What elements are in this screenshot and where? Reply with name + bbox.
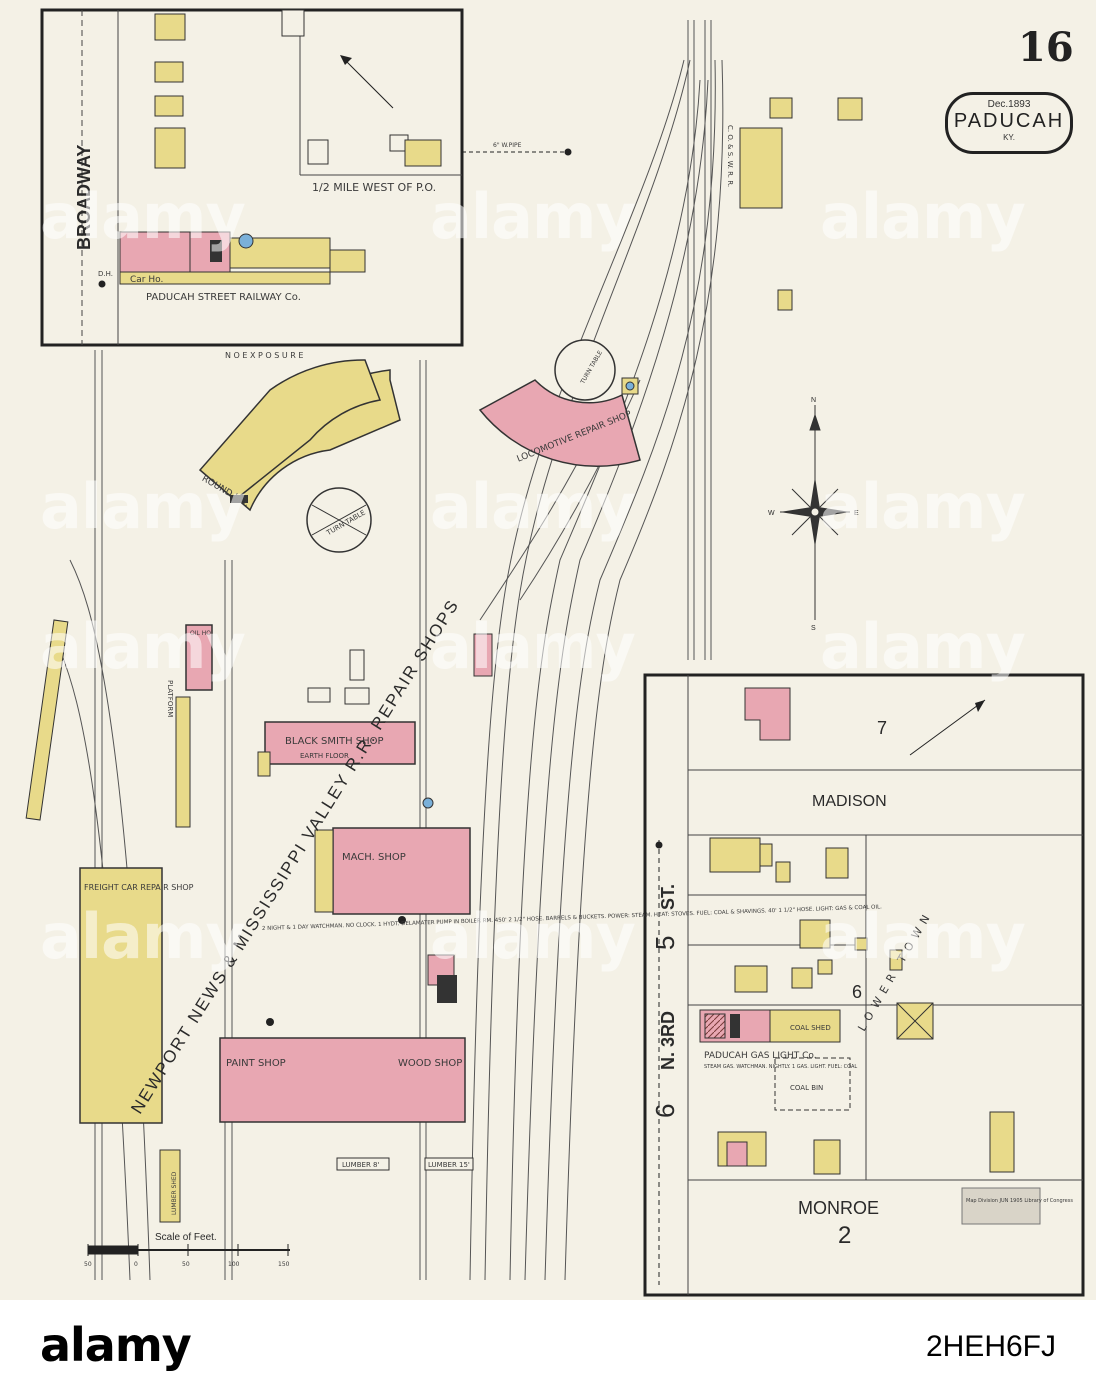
inset-pipe: 6" W.PIPE [493, 142, 522, 149]
map-state: KY. [1003, 133, 1015, 142]
footer-bar [0, 1300, 1096, 1390]
compass-s: S [811, 625, 816, 632]
gas-details: STEAM GAS. WATCHMAN. NIGHTLY. 1 GAS. LIG… [704, 1064, 857, 1070]
scale-label: Scale of Feet. [155, 1232, 217, 1243]
car-house-label: Car Ho. [130, 275, 163, 285]
scale-tick-2: 50 [182, 1261, 190, 1268]
freight-shop-label: FREIGHT CAR REPAIR SHOP [84, 883, 194, 892]
st-label: ST. [658, 884, 678, 910]
map-city: PADUCAH [953, 110, 1065, 132]
inset-note: 1/2 MILE WEST OF P.O. [312, 181, 436, 194]
blacksmith-label: BLACK SMITH SHOP [285, 736, 384, 747]
inset-town [643, 673, 1085, 1297]
lumber-label-1: LUMBER 8' [342, 1161, 379, 1169]
earth-floor-label: EARTH FLOOR [300, 752, 349, 760]
street-railway-label: PADUCAH STREET RAILWAY Co. [146, 292, 301, 303]
block-7-label: 7 [877, 718, 887, 738]
broadway-label: BROADWAY [74, 145, 94, 250]
lumber-shed-label: LUMBER SHED [171, 1171, 178, 1215]
madison-label: MADISON [812, 793, 887, 810]
page-number: 16 [1018, 24, 1074, 71]
platform-label: PLATFORM [166, 680, 174, 717]
scale-tick-1: 0 [134, 1261, 138, 1268]
inset-broadway [40, 8, 572, 347]
n3rd-label: N. 3RD [658, 1011, 678, 1070]
round-house [198, 359, 401, 553]
compass-e: E [854, 510, 859, 517]
monroe-label: MONROE [798, 1198, 879, 1218]
compass-w: W [768, 510, 775, 517]
scale-tick-4: 150 [278, 1261, 290, 1268]
image-id: 2HEH6FJ [925, 1330, 1056, 1363]
coal-bin-label: COAL BIN [790, 1084, 823, 1092]
alamy-logo: alamy [40, 1318, 192, 1372]
mach-shop-label: MACH. SHOP [342, 852, 406, 863]
map-drawing: BROADWAY 1/2 MILE WEST OF P.O. PADUCAH S… [25, 8, 1085, 1297]
compass-rose [780, 405, 850, 620]
library-stamp: Map Division JUN 1905 Library of Congres… [966, 1198, 1073, 1204]
inset-dh: D.H. [98, 270, 113, 278]
block-6-label: 6 [852, 982, 862, 1002]
rail-tracks [59, 20, 724, 1281]
coal-shed-label: COAL SHED [790, 1024, 831, 1032]
title-cartouche: Dec.1893 PADUCAH KY. [945, 92, 1073, 154]
railyard-buildings [25, 97, 863, 1223]
no-exposure-label: N O E X P O S U R E [225, 351, 303, 360]
scale-tick-0: 50 [84, 1261, 92, 1268]
scale-bar [87, 1244, 290, 1256]
paint-shop-label: PAINT SHOP [226, 1058, 286, 1069]
oil-house-label: OIL HO. [190, 630, 213, 637]
cc-rr-label: C. O. & S. W. R. R. [726, 125, 734, 187]
locomotive-shop [478, 339, 641, 467]
gas-co-label: PADUCAH GAS LIGHT Co. [704, 1051, 817, 1061]
district-2-label: 2 [838, 1222, 851, 1249]
map-date: Dec.1893 [987, 99, 1031, 110]
scale-tick-3: 100 [228, 1261, 240, 1268]
district-6-label: 6 [650, 1104, 680, 1118]
district-5-label: 5 [650, 936, 680, 950]
compass-n: N [811, 397, 816, 404]
lumber-label-2: LUMBER 15' [428, 1161, 470, 1169]
wood-shop-label: WOOD SHOP [398, 1058, 462, 1069]
